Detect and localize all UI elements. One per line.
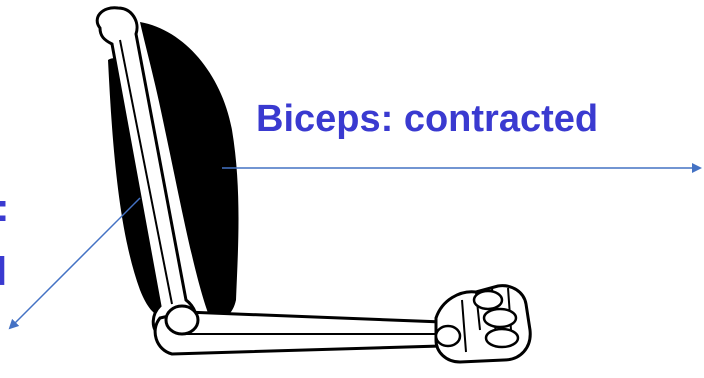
- left-label-fragment-l: l: [0, 252, 7, 292]
- forearm-bones: [155, 306, 442, 354]
- hand-bones: [436, 286, 530, 362]
- left-label-fragment-colon: :: [0, 188, 9, 228]
- triceps-arrow: [10, 198, 140, 328]
- biceps-label: Biceps: contracted: [256, 100, 598, 138]
